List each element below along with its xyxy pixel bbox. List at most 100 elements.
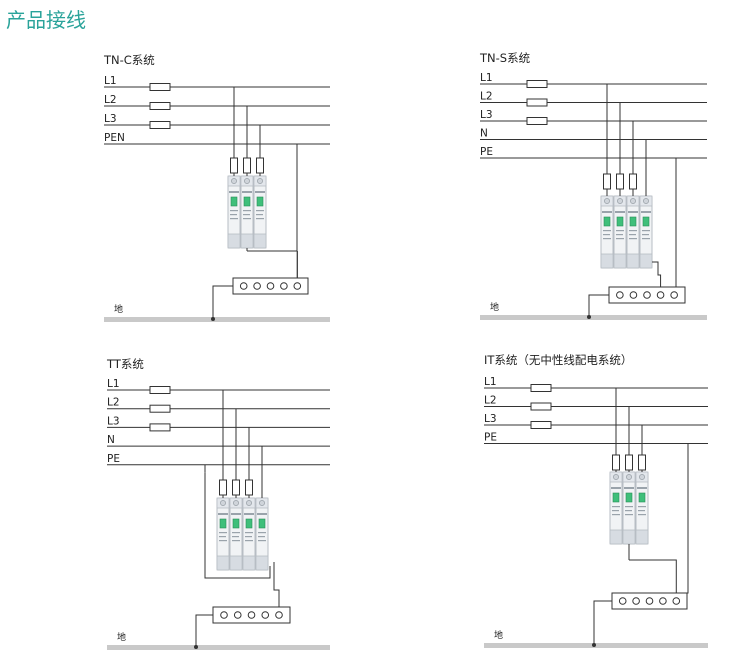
system-title: TN-C系统 <box>103 53 155 67</box>
spd-print-line <box>603 238 611 240</box>
spd-label-strip <box>255 191 265 193</box>
spd-status-window <box>230 196 238 207</box>
spd-label-strip <box>602 211 612 213</box>
ground-label: 地 <box>494 629 503 641</box>
ground-label: 地 <box>117 631 126 643</box>
spd-print-line <box>219 536 226 538</box>
ground-junction <box>211 317 215 321</box>
ground-junction <box>592 643 596 647</box>
system-title: IT系统（无中性线配电系统） <box>484 353 632 367</box>
spd-label-strip <box>611 487 621 489</box>
spd-print-line <box>642 238 650 240</box>
ground-junction <box>587 315 591 319</box>
spd-print-line <box>258 536 265 538</box>
spd-print-line <box>612 506 620 508</box>
system-title: TN-S系统 <box>479 51 531 65</box>
spd-print-line <box>245 540 253 542</box>
terminal <box>629 291 638 299</box>
spd-print-line <box>642 230 650 232</box>
spd-module-base <box>216 555 230 571</box>
spd-screw <box>220 500 226 506</box>
spd-module-base <box>227 233 241 249</box>
spd-print-line <box>230 218 238 220</box>
spd-status-window <box>232 518 240 529</box>
spd-print-line <box>256 210 264 212</box>
spd-screw <box>233 500 239 506</box>
terminal <box>659 597 667 605</box>
fuse-symbol <box>245 479 253 496</box>
spd-print-line <box>230 214 237 216</box>
fuse-symbol <box>616 173 624 190</box>
spd-ground-wire <box>652 261 662 287</box>
fuse-symbol <box>629 173 637 190</box>
pe-wire <box>676 443 689 594</box>
fuse-symbol <box>612 454 620 471</box>
spd-module-base <box>253 233 267 249</box>
terminal <box>632 597 640 605</box>
spd-label-strip <box>637 487 647 489</box>
bus-label: L3 <box>104 113 117 125</box>
surge-protector-device <box>227 175 267 249</box>
spd-screw <box>231 178 237 184</box>
ground-junction <box>194 645 198 649</box>
terminal <box>247 611 256 619</box>
spd-module-base <box>635 529 649 545</box>
spd-status-window <box>629 216 637 227</box>
bus-label: PE <box>107 453 120 465</box>
bus-label: L3 <box>107 415 120 427</box>
spd-screw <box>246 500 252 506</box>
spd-print-line <box>638 506 646 508</box>
fuse-symbol <box>219 479 227 496</box>
terminal <box>233 611 242 619</box>
spd-print-line <box>629 230 637 232</box>
spd-module-base <box>639 253 653 269</box>
spd-print-line <box>243 218 251 220</box>
spd-module-base <box>600 253 614 269</box>
spd-status-window <box>243 196 251 207</box>
spd-screw <box>626 474 632 480</box>
terminal <box>645 597 654 605</box>
ground-bar <box>480 315 707 320</box>
spd-label-strip <box>257 513 267 515</box>
spd-module-base <box>622 529 636 545</box>
spd-screw <box>257 178 263 184</box>
spd-print-line <box>243 210 251 212</box>
spd-label-strip <box>615 211 625 213</box>
spd-print-line <box>232 536 239 538</box>
spd-module-base <box>255 555 269 571</box>
terminal <box>293 282 302 290</box>
bus-label: L2 <box>484 395 497 407</box>
spd-print-line <box>603 234 610 236</box>
spd-status-window <box>256 196 264 207</box>
terminal <box>280 282 288 290</box>
fuse-symbol <box>149 83 171 91</box>
ground-wire <box>593 600 612 645</box>
terminal <box>261 611 270 619</box>
spd-print-line <box>616 230 624 232</box>
spd-screw <box>604 198 610 204</box>
fuse-symbol <box>526 80 548 88</box>
pen-wire <box>268 144 298 252</box>
spd-status-window <box>245 518 253 529</box>
spd-print-line <box>219 532 227 534</box>
spd-print-line <box>243 214 250 216</box>
fuse-symbol <box>625 454 633 471</box>
spd-print-line <box>616 238 624 240</box>
spd-print-line <box>638 514 646 516</box>
ground-label: 地 <box>114 303 123 315</box>
spd-print-line <box>258 540 266 542</box>
terminal <box>618 597 627 605</box>
terminal <box>275 611 283 619</box>
spd-print-line <box>612 510 619 512</box>
terminal <box>672 597 681 605</box>
spd-label-strip <box>218 513 228 515</box>
page-title: 产品接线 <box>6 8 86 32</box>
spd-module-base <box>242 555 256 571</box>
terminal <box>266 282 275 290</box>
bus-label: L1 <box>480 72 493 84</box>
spd-label-strip <box>244 513 254 515</box>
